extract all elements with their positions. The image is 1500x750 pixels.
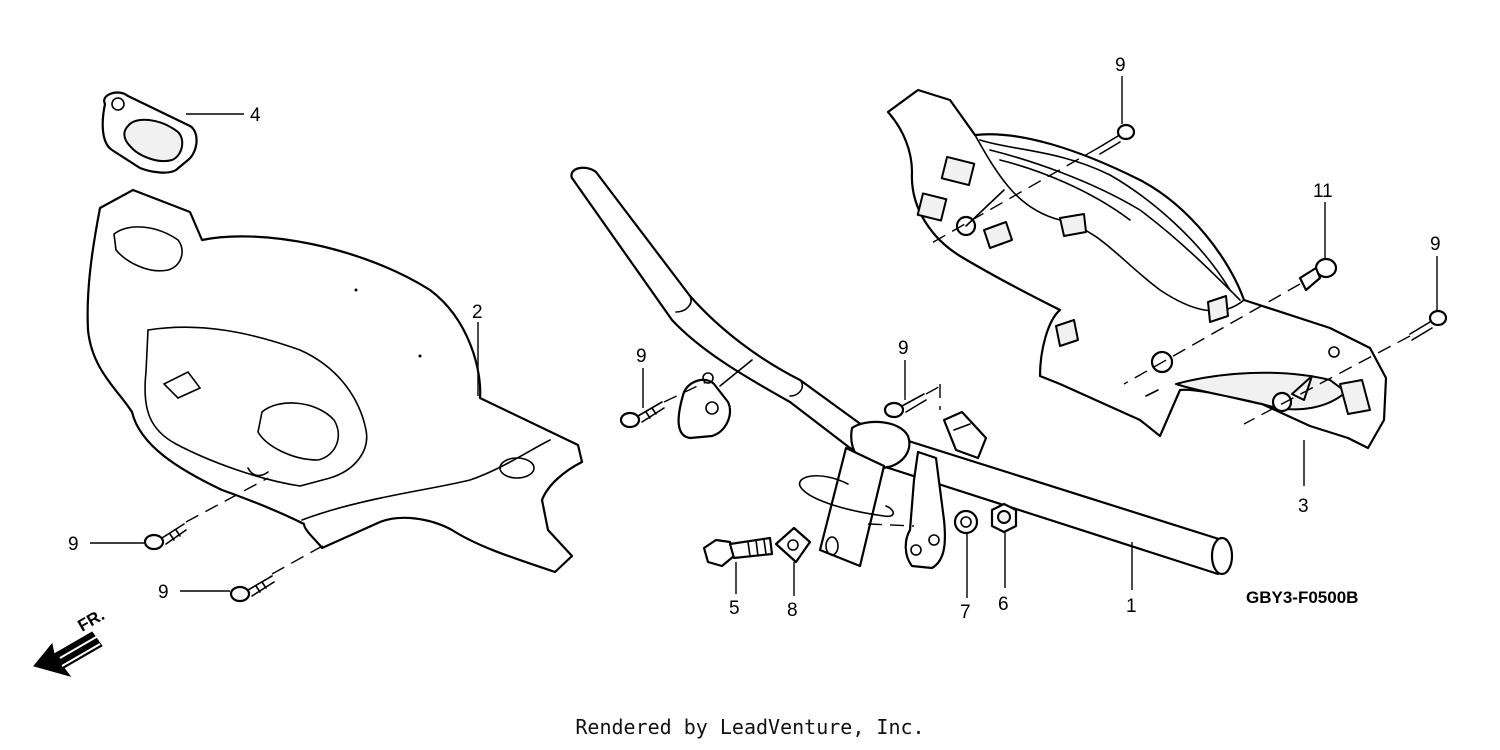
screw-9-a xyxy=(143,523,187,551)
callout-leaders xyxy=(90,76,1438,598)
callout-9-left-upper: 9 xyxy=(68,534,79,555)
nut-6 xyxy=(990,502,1018,534)
bolt-11 xyxy=(1298,257,1338,292)
callout-4: 4 xyxy=(250,105,261,126)
screw-9-f xyxy=(1409,309,1448,341)
callout-9-right: 9 xyxy=(1430,234,1441,255)
screw-9-d xyxy=(883,393,927,419)
callout-1: 1 xyxy=(1126,596,1137,617)
callout-9-top: 9 xyxy=(1115,55,1126,76)
screw-9-e xyxy=(1097,123,1136,155)
callout-9-left-lower: 9 xyxy=(158,582,169,603)
diagram-code: GBY3-F0500B xyxy=(1246,588,1358,607)
callout-5: 5 xyxy=(729,598,740,619)
nut-8 xyxy=(774,526,812,564)
bracket-left xyxy=(677,359,753,440)
bracket-right xyxy=(904,450,947,570)
callout-8: 8 xyxy=(787,600,798,621)
part-1-handlebar[interactable] xyxy=(570,166,1234,576)
render-credit: Rendered by LeadVenture, Inc. xyxy=(575,715,925,739)
callout-11: 11 xyxy=(1313,181,1333,202)
callout-7: 7 xyxy=(960,602,971,623)
callout-9-bracket: 9 xyxy=(636,346,647,367)
washer-7 xyxy=(953,509,979,535)
assembly-lines xyxy=(185,147,1411,575)
part-3-rear-cover[interactable] xyxy=(886,88,1388,450)
part-2-front-cover[interactable] xyxy=(86,188,584,574)
screw-9-b xyxy=(229,575,275,603)
callout-3: 3 xyxy=(1298,496,1309,517)
bolt-5 xyxy=(702,536,774,568)
callout-2: 2 xyxy=(472,302,483,323)
callout-6: 6 xyxy=(998,594,1009,615)
callout-9-center: 9 xyxy=(898,338,909,359)
front-indicator-label: FR. xyxy=(75,605,108,635)
screw-9-c xyxy=(619,401,665,429)
front-arrow-icon: FR. xyxy=(33,605,108,677)
part-4-emblem[interactable] xyxy=(101,91,198,174)
